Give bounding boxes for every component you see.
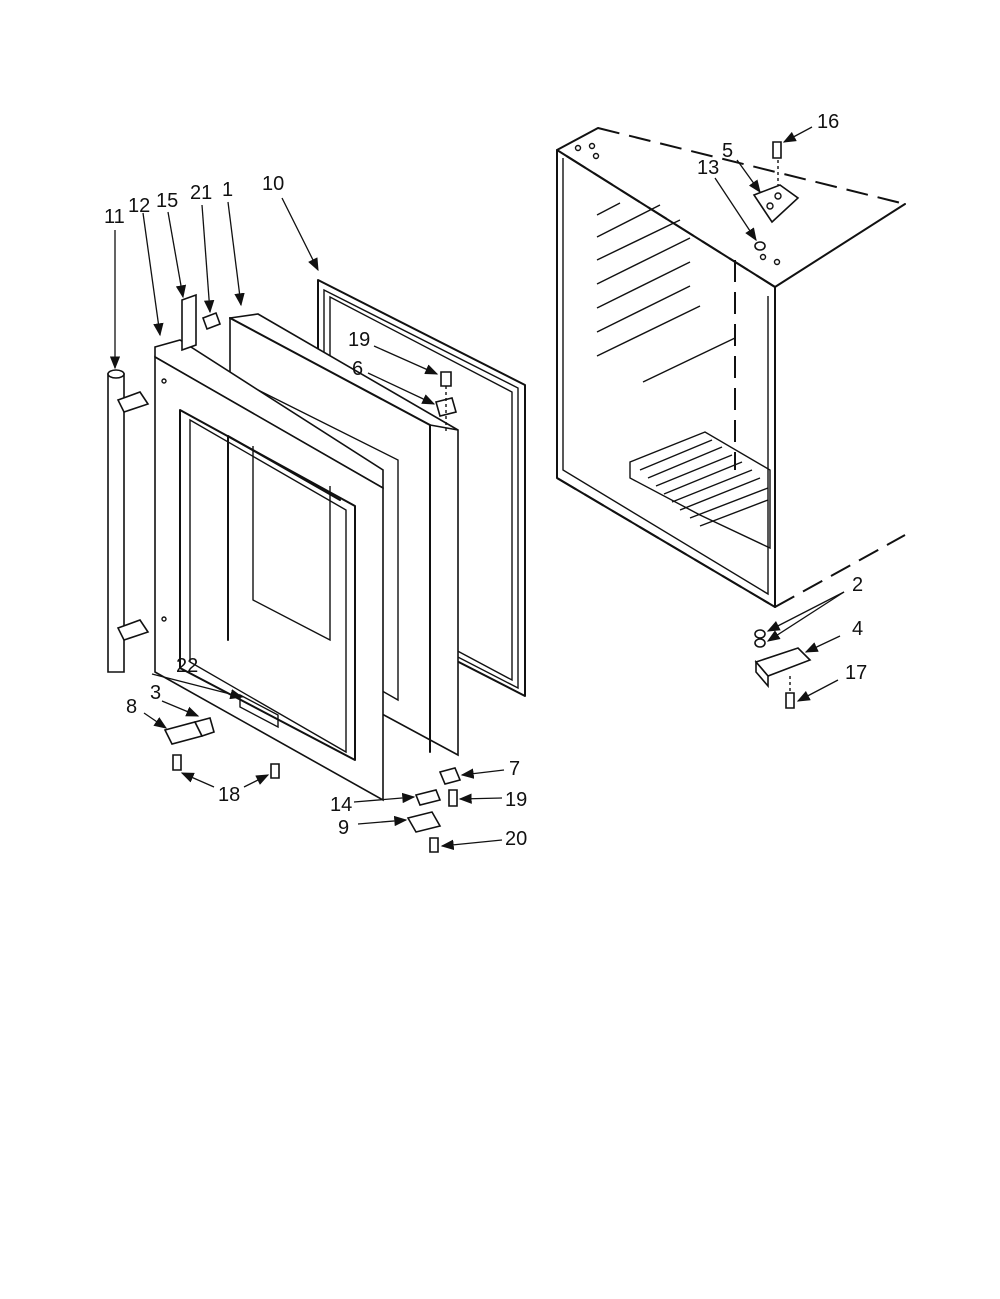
callout-14: 14 [330, 794, 353, 816]
floor-grille [629, 431, 771, 550]
callout-16: 16 [817, 111, 840, 133]
washer-13 [754, 241, 766, 251]
screw-18b [270, 763, 280, 779]
callout-21: 21 [190, 182, 213, 204]
callout-15: 15 [156, 190, 179, 212]
cover-9 [406, 811, 442, 833]
callout-6: 6 [352, 358, 364, 380]
callout-4: 4 [852, 618, 864, 640]
callout-5: 5 [722, 140, 734, 162]
callout-1: 1 [222, 179, 234, 201]
callout-2: 2 [852, 574, 864, 596]
callout-18: 18 [218, 784, 241, 806]
hinge-7 [438, 767, 462, 785]
bushing-2 [754, 629, 766, 648]
screw-19b [448, 789, 458, 807]
screw-18a [172, 754, 182, 771]
callout-19-top: 19 [348, 329, 371, 351]
handle-11 [107, 369, 167, 673]
badge-22 [239, 693, 279, 729]
callout-17: 17 [845, 662, 868, 684]
callout-11: 11 [104, 206, 125, 228]
trim-12 [154, 339, 384, 490]
callout-20: 20 [505, 828, 528, 850]
callout-9: 9 [338, 817, 350, 839]
callout-19-bottom: 19 [505, 789, 528, 811]
bottom-hinge-4 [754, 647, 812, 689]
callout-7: 7 [509, 758, 521, 780]
screw-20 [429, 837, 439, 853]
top-hinge-5 [752, 184, 800, 224]
screw-19a [440, 371, 452, 387]
callout-12: 12 [128, 195, 151, 217]
bracket-8 [163, 717, 215, 745]
strip-15 [181, 293, 197, 352]
screw-21 [201, 311, 222, 331]
leader-lines [109, 126, 845, 851]
screw-17 [785, 692, 795, 709]
side-vents [596, 202, 736, 383]
callout-13: 13 [697, 157, 720, 179]
callout-22: 22 [176, 655, 199, 677]
cover-14 [414, 789, 442, 806]
callout-8: 8 [126, 696, 138, 718]
cabinet-body [556, 127, 906, 608]
screw-16 [772, 141, 782, 159]
callout-3: 3 [150, 682, 162, 704]
callout-10: 10 [262, 173, 285, 195]
